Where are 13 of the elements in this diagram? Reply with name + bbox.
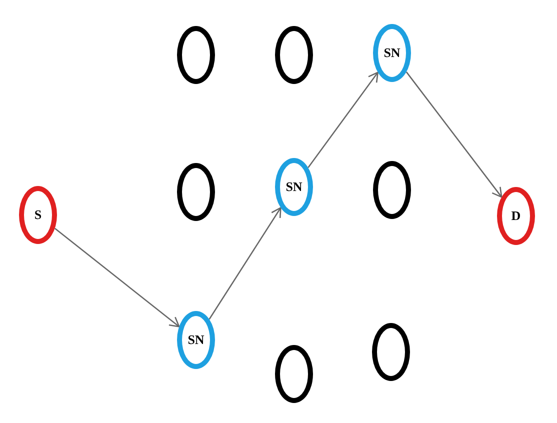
node-circle — [373, 24, 411, 82]
node-circle — [497, 187, 535, 245]
node-label: SN — [384, 45, 400, 61]
node-label: D — [511, 208, 521, 224]
node-label: SN — [286, 179, 302, 195]
node-label: S — [34, 207, 42, 223]
arrow — [208, 207, 282, 320]
arrow — [406, 72, 502, 198]
arrow — [54, 228, 180, 328]
arrow — [308, 72, 378, 168]
node-label: SN — [188, 332, 204, 348]
node-circle — [275, 158, 313, 216]
node-circle — [177, 311, 215, 369]
